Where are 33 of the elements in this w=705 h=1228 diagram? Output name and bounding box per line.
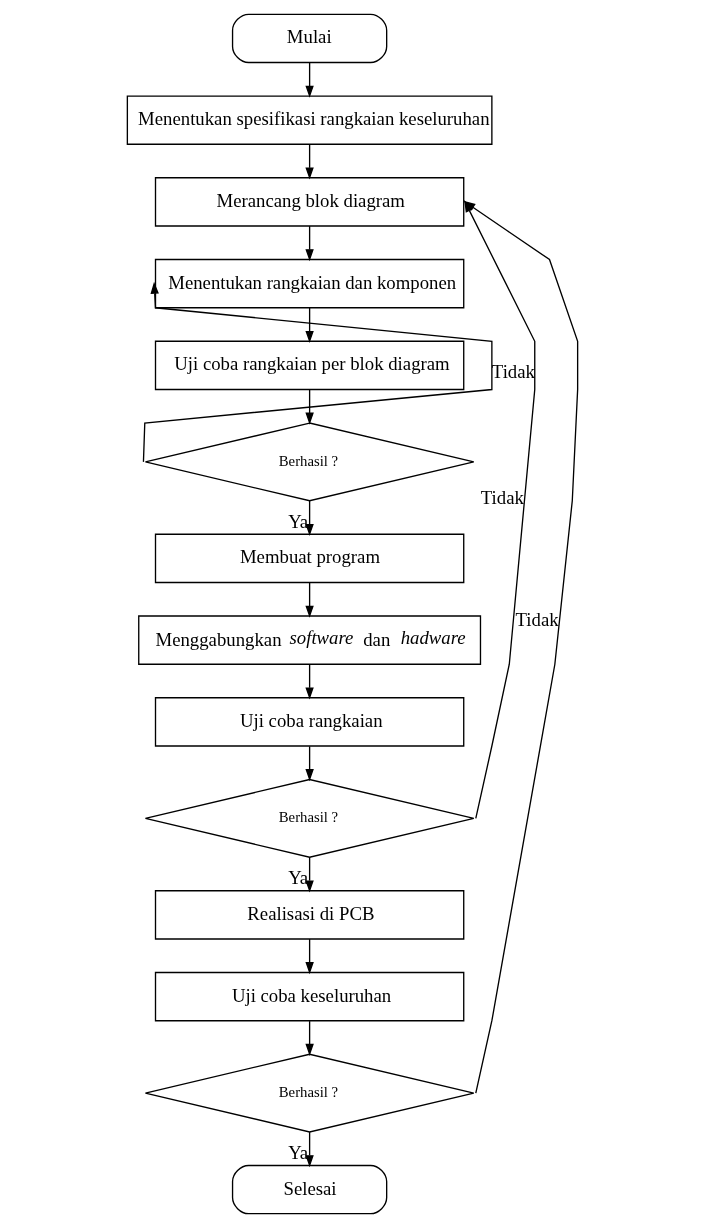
arrow: [142, 281, 493, 463]
arrow: [305, 581, 314, 618]
arrow: [305, 745, 314, 782]
node-box: Uji coba rangkaian: [154, 697, 465, 747]
edge-label: Ya: [288, 510, 309, 532]
node-box: Merancang blok diagram: [154, 177, 465, 227]
arrow: [305, 143, 314, 180]
arrow: [305, 389, 314, 425]
node-box: Realisasi di PCB: [154, 890, 465, 940]
node-box: Mulai: [231, 13, 388, 64]
arrow: [305, 1020, 314, 1056]
node-diamond: Berhasil ?: [144, 422, 475, 502]
arrow: [305, 938, 314, 975]
arrow: [305, 1131, 314, 1168]
arrow: [305, 307, 314, 343]
node-box: Uji coba keseluruhan: [154, 971, 465, 1022]
node-box: Menggabungkan software dan hadware: [138, 615, 482, 665]
node-box: Menentukan rangkaian dan komponen: [154, 258, 465, 309]
node-box: Membuat program: [154, 533, 465, 584]
arrow: [305, 663, 314, 700]
node-diamond: Berhasil ?: [144, 1053, 475, 1133]
node-diamond: Berhasil ?: [144, 778, 475, 858]
arrow: [305, 225, 314, 262]
node-box: Uji coba rangkaian per blok diagram: [154, 340, 465, 391]
edge-label: Tidak: [515, 608, 559, 630]
arrow: [305, 856, 314, 893]
edge-label: Ya: [288, 866, 309, 888]
node-box: Selesai: [231, 1164, 388, 1215]
arrow: [305, 61, 314, 98]
edge-label: Ya: [288, 1141, 309, 1163]
arrow: [305, 500, 314, 537]
edge-label: Tidak: [480, 486, 524, 508]
node-box: Menentukan spesifikasi rangkaian keseluruhan: [126, 95, 493, 145]
